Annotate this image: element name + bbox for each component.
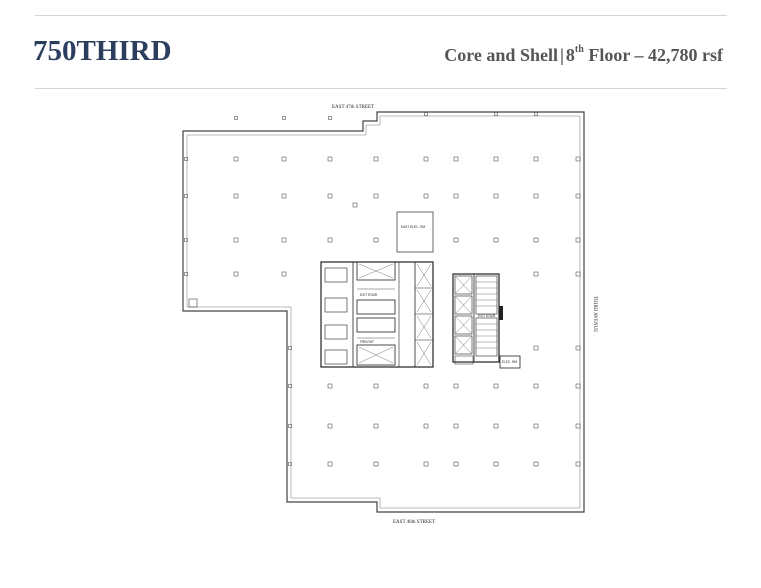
- top-rule: [35, 15, 727, 16]
- structural-column: [575, 383, 581, 389]
- structural-column: [493, 237, 499, 243]
- structural-column: [493, 193, 499, 199]
- structural-column: [327, 383, 333, 389]
- structural-column: [352, 202, 358, 208]
- perimeter-column: [288, 384, 292, 388]
- structural-column: [373, 383, 379, 389]
- perimeter-column: [288, 346, 292, 350]
- structural-column: [575, 156, 581, 162]
- structural-column: [533, 345, 539, 351]
- structural-column: [575, 461, 581, 467]
- structural-column: [281, 271, 287, 277]
- structural-column: [575, 193, 581, 199]
- structural-column: [327, 461, 333, 467]
- structural-column: [423, 461, 429, 467]
- structural-column: [281, 193, 287, 199]
- page-subtitle: Core and Shell|8th Floor – 42,780 rsf: [444, 44, 724, 66]
- structural-column: [373, 156, 379, 162]
- column-grid: [184, 112, 581, 467]
- perimeter-column: [282, 116, 286, 120]
- building-outline: [182, 111, 585, 513]
- avenue-east-label: THIRD AVENUE: [592, 296, 597, 332]
- perimeter-column: [424, 112, 428, 116]
- structural-column: [233, 193, 239, 199]
- structural-column: [493, 423, 499, 429]
- subtitle-separator: |: [559, 45, 564, 65]
- structural-column: [533, 461, 539, 467]
- stair-a-label: EXIT STAIR: [360, 293, 378, 297]
- perimeter-column: [534, 112, 538, 116]
- freight-label: FREIGHT: [360, 340, 374, 344]
- structural-column: [533, 423, 539, 429]
- structural-column: [575, 271, 581, 277]
- perimeter-column: [184, 238, 188, 242]
- structural-column: [453, 193, 459, 199]
- structural-column: [493, 383, 499, 389]
- subtitle-prefix: Core and Shell: [444, 45, 558, 65]
- perimeter-column: [494, 112, 498, 116]
- structural-column: [533, 383, 539, 389]
- structural-column: [575, 345, 581, 351]
- floor-word: Floor: [588, 45, 630, 65]
- structural-column: [575, 237, 581, 243]
- floor-suffix: th: [574, 44, 584, 55]
- structural-column: [533, 237, 539, 243]
- structural-column: [453, 461, 459, 467]
- perimeter-column: [288, 462, 292, 466]
- structural-column: [423, 193, 429, 199]
- structural-column: [533, 156, 539, 162]
- structural-column: [281, 156, 287, 162]
- structural-column: [327, 423, 333, 429]
- perimeter-column: [184, 194, 188, 198]
- brand-logo-text: 750THIRD: [33, 35, 172, 67]
- structural-column: [453, 383, 459, 389]
- elec-room-north-label: EAST ELEC. RM: [401, 225, 426, 229]
- building-core-east: [452, 273, 521, 369]
- structural-column: [493, 156, 499, 162]
- structural-column: [233, 156, 239, 162]
- structural-column: [575, 423, 581, 429]
- structural-column: [327, 237, 333, 243]
- structural-column: [423, 156, 429, 162]
- structural-column: [373, 423, 379, 429]
- structural-column: [453, 423, 459, 429]
- structural-column: [533, 193, 539, 199]
- structural-column: [493, 461, 499, 467]
- elec-room-east-label: ELEC. RM: [502, 360, 517, 364]
- corner-shaft: [188, 298, 198, 308]
- structural-column: [453, 237, 459, 243]
- perimeter-column: [184, 157, 188, 161]
- structural-column: [233, 271, 239, 277]
- structural-column: [327, 156, 333, 162]
- structural-column: [373, 237, 379, 243]
- structural-column: [373, 193, 379, 199]
- structural-column: [327, 193, 333, 199]
- perimeter-column: [184, 272, 188, 276]
- structural-column: [281, 237, 287, 243]
- perimeter-column: [328, 116, 332, 120]
- floor-area: – 42,780 rsf: [634, 45, 724, 65]
- structural-column: [233, 237, 239, 243]
- divider-rule: [35, 88, 727, 89]
- structural-column: [423, 423, 429, 429]
- building-inner-wall: [186, 115, 581, 509]
- structural-column: [533, 271, 539, 277]
- building-core: [320, 261, 434, 368]
- street-south-label: EAST 46th STREET: [393, 520, 435, 525]
- perimeter-column: [234, 116, 238, 120]
- floor-number: 8: [565, 45, 575, 65]
- street-north-label: EAST 47th STREET: [332, 105, 374, 110]
- perimeter-column: [288, 424, 292, 428]
- structural-column: [373, 461, 379, 467]
- stair-b-label: EXIT STAIR: [478, 314, 496, 318]
- structural-column: [423, 383, 429, 389]
- elec-room-north: [396, 211, 434, 253]
- structural-column: [453, 156, 459, 162]
